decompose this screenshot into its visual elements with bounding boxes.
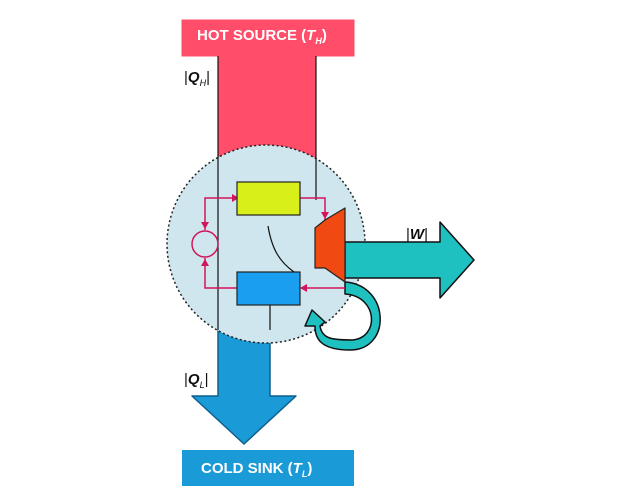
internal-heat-line	[267, 225, 295, 273]
pump	[191, 230, 219, 258]
cold-sink-title: COLD SINK (TL)	[201, 460, 312, 479]
hot-source-title: HOT SOURCE (TH)	[197, 27, 327, 46]
hot-source: HOT SOURCE (TH)	[181, 19, 355, 161]
q-h-label: |QH|	[184, 69, 210, 88]
boiler	[236, 181, 301, 216]
cold-sink: COLD SINK (TL)	[182, 450, 354, 486]
pipe-arrowheads	[201, 194, 329, 292]
condenser	[236, 271, 301, 306]
q-l-label: |QL|	[184, 371, 209, 390]
work-label: |W|	[406, 226, 428, 243]
recirculation-arrow	[304, 281, 381, 351]
work-arrow	[344, 221, 475, 299]
boundary-lines	[217, 56, 317, 330]
turbine	[314, 207, 346, 283]
cold-sink-block	[182, 450, 354, 486]
